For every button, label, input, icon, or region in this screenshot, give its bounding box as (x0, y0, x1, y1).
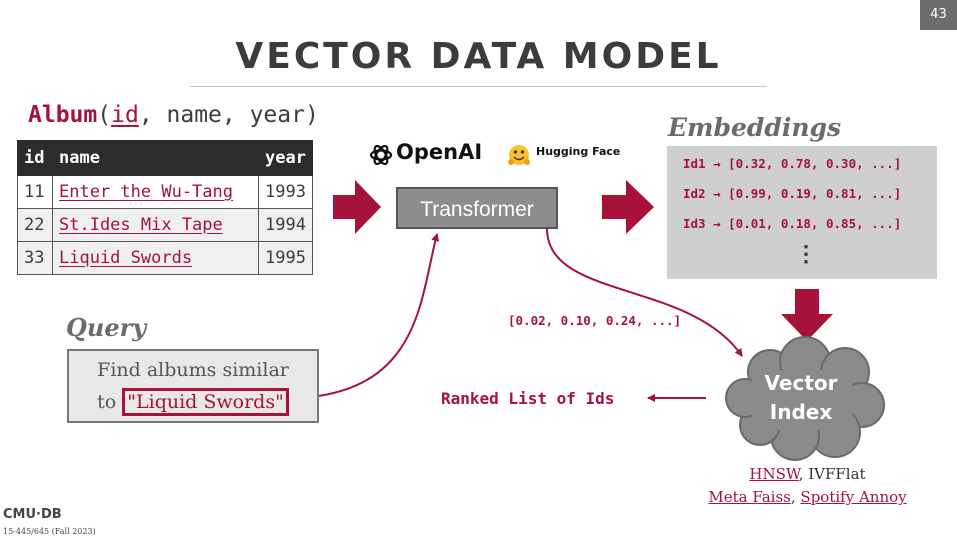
embedding-row: Id2 → [0.99, 0.19, 0.81, ...] (683, 186, 902, 201)
title-divider (190, 86, 767, 87)
query-highlight: "Liquid Swords" (122, 388, 289, 416)
query-box: Find albums similar to "Liquid Swords" (67, 349, 319, 423)
cell-name: Enter the Wu-Tang (52, 175, 259, 209)
transformer-box: Transformer (396, 187, 558, 229)
cell-id: 11 (17, 175, 53, 209)
ranked-list-label: Ranked List of Ids (441, 389, 615, 408)
embedding-row: Id1 → [0.32, 0.78, 0.30, ...] (683, 156, 902, 171)
transformer-to-embeddings-arrow (602, 180, 654, 234)
schema-table-name: Album (28, 102, 98, 128)
cell-name: Liquid Swords (52, 241, 259, 275)
table-to-transformer-arrow (333, 180, 381, 234)
slide-number: 43 (920, 0, 957, 30)
embedding-ellipsis: ⋮ (795, 242, 817, 267)
spotify-annoy-link[interactable]: Spotify Annoy (800, 488, 907, 506)
hnsw-link[interactable]: HNSW (749, 465, 799, 483)
algorithm-line2: Meta Faiss, Spotify Annoy (690, 486, 925, 509)
vector-index-cloud-icon (725, 336, 885, 461)
openai-text: OpenAI (396, 140, 483, 164)
query-to-transformer-arrow (299, 233, 440, 399)
table-row: 33 Liquid Swords 1995 (17, 241, 313, 275)
algorithm-sep2: , (790, 488, 801, 506)
embeddings-to-index-arrow (781, 289, 833, 341)
algorithm-list: HNSW, IVFFlat Meta Faiss, Spotify Annoy (690, 463, 925, 509)
slide-title: VECTOR DATA MODEL (235, 36, 722, 77)
col-header-id: id (17, 140, 53, 176)
query-line1: Find albums similar (97, 359, 289, 381)
cell-year: 1995 (258, 241, 313, 275)
vector-index-line2: Index (770, 400, 833, 424)
vector-index-line1: Vector (765, 371, 838, 395)
table-header-row: id name year (17, 140, 313, 176)
huggingface-text: Hugging Face (536, 145, 621, 158)
schema-rest: , name, year) (138, 102, 319, 128)
embeddings-title: Embeddings (668, 113, 842, 142)
schema-definition: Album(id, name, year) (28, 102, 319, 128)
cell-year: 1993 (258, 175, 313, 209)
algorithm-line1: HNSW, IVFFlat (690, 463, 925, 486)
cell-year: 1994 (258, 208, 313, 242)
table-row: 11 Enter the Wu-Tang 1993 (17, 175, 313, 209)
col-header-year: year (258, 140, 313, 176)
algorithm-sep1: , IVFFlat (798, 465, 866, 483)
footer-course: 15-445/645 (Fall 2023) (3, 527, 96, 536)
schema-primary-key: id (111, 102, 139, 128)
query-vector-label: [0.02, 0.10, 0.24, ...] (508, 313, 682, 328)
cell-id: 22 (17, 208, 53, 242)
schema-open: ( (97, 102, 112, 128)
cell-name: St.Ides Mix Tape (52, 208, 259, 242)
openai-label: OpenAI (396, 140, 482, 164)
query-title: Query (66, 313, 147, 342)
table-row: 22 St.Ides Mix Tape 1994 (17, 208, 313, 242)
meta-faiss-link[interactable]: Meta Faiss (708, 488, 791, 506)
huggingface-label: Hugging Face (536, 145, 620, 158)
huggingface-logo-icon (508, 145, 530, 165)
transformer-to-index-arrow (546, 228, 743, 357)
query-line2: to "Liquid Swords" (69, 388, 317, 416)
col-header-name: name (52, 140, 259, 176)
embeddings-box: Id1 → [0.32, 0.78, 0.30, ...] Id2 → [0.9… (667, 146, 937, 279)
openai-logo-icon (369, 144, 393, 166)
query-line2-prefix: to (97, 391, 123, 413)
footer-logo: CMU·DB (3, 507, 62, 522)
album-table: id name year 11 Enter the Wu-Tang 1993 2… (17, 140, 313, 275)
embedding-row: Id3 → [0.01, 0.18, 0.85, ...] (683, 216, 902, 231)
